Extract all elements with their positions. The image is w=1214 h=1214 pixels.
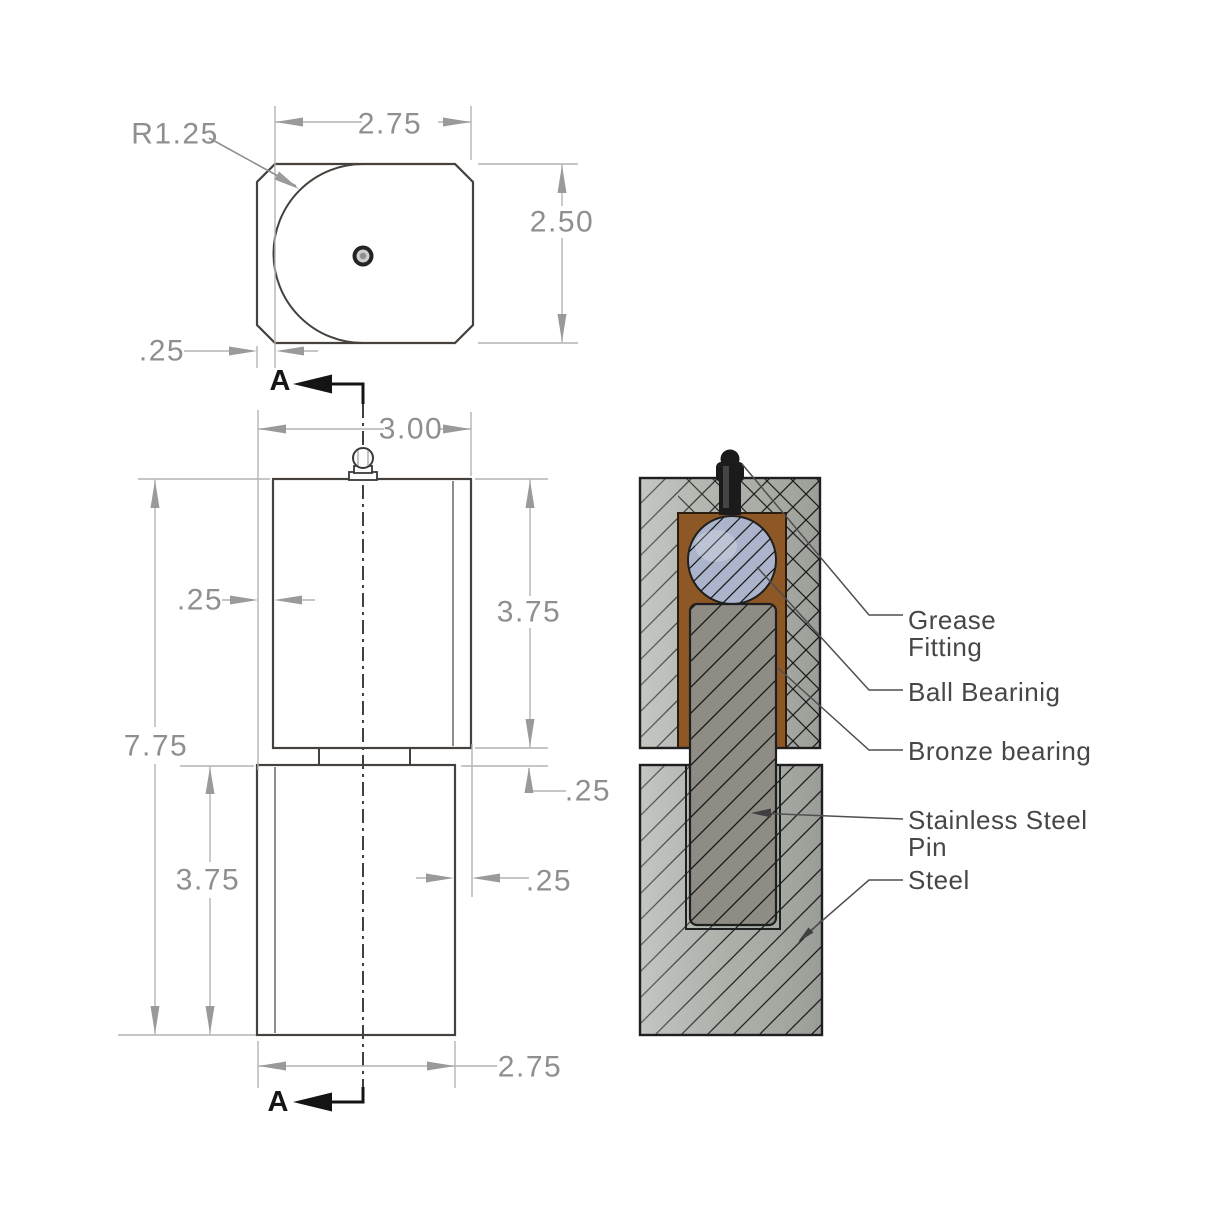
front-view: 3.00 .25 3.75 7.75 .25 .25 3.75 2.75 — [118, 410, 611, 1088]
dim-front-width-bottom: 2.75 — [498, 1051, 562, 1084]
pin-leader — [754, 812, 904, 820]
section-letter-bottom: A — [268, 1086, 289, 1118]
pin-hatch — [690, 604, 776, 925]
dim-front-left-offset: .25 — [177, 584, 223, 617]
ball-highlight — [695, 530, 737, 562]
label-ball-bearing: Ball Bearinig — [908, 677, 1060, 707]
pin-outline — [688, 602, 778, 927]
section-marker-top: A — [270, 365, 365, 404]
label-grease-fitting-line1: Grease — [908, 605, 996, 635]
label-stainless-steel-pin-line1: Stainless Steel — [908, 805, 1087, 835]
dim-right-offset: .25 — [526, 865, 572, 898]
upper-leaf — [271, 477, 473, 750]
fitting-center — [359, 252, 367, 260]
top-view-dimension-lines — [184, 106, 578, 368]
grease-zerk-front-icon — [348, 447, 378, 481]
dim-top-height: 2.50 — [530, 206, 594, 239]
section-arrow-top — [293, 374, 332, 394]
dim-lower-leaf-height: 3.75 — [176, 864, 240, 897]
dim-top-width: 2.75 — [358, 108, 422, 141]
grease-fitting-section-icon — [716, 449, 744, 515]
dim-top-radius: R1.25 — [131, 118, 219, 151]
label-grease-fitting-line2: Fitting — [908, 632, 982, 662]
ball-bearing-hatch — [688, 516, 776, 604]
grease-fitting-top-icon — [352, 245, 374, 267]
steel-leader-arrow — [798, 927, 814, 942]
section-marker-bottom: A — [268, 1086, 365, 1118]
label-bronze-bearing: Bronze bearing — [908, 736, 1091, 766]
dim-overall-height: 7.75 — [124, 730, 188, 763]
ball-bearing-leader — [756, 566, 903, 691]
section-callout-labels: Grease Fitting Ball Bearinig Bronze bear… — [908, 605, 1091, 895]
dim-front-width-top: 3.00 — [379, 413, 443, 446]
top-view-dimension-arrows — [229, 117, 567, 356]
knuckle-radius-arc — [272, 163, 364, 344]
dim-top-edge-offset: .25 — [139, 335, 185, 368]
front-view-dimension-lines — [118, 410, 566, 1088]
dim-leaf-gap: .25 — [565, 775, 611, 808]
dim-upper-leaf-height: 3.75 — [497, 596, 561, 629]
label-steel: Steel — [908, 865, 970, 895]
top-view-outline — [255, 162, 475, 345]
section-view — [638, 449, 904, 1037]
bronze-bearing-leader — [777, 667, 903, 751]
callout-leader-lines — [741, 463, 904, 942]
label-stainless-steel-pin-line2: Pin — [908, 832, 947, 862]
pin-bore-outline — [685, 765, 781, 930]
lower-leaf — [255, 763, 457, 1037]
knuckle-joint-lines — [318, 748, 411, 765]
steel-leader — [799, 879, 903, 941]
section-letter-top: A — [270, 365, 291, 397]
section-arrow-bottom — [293, 1092, 332, 1112]
grease-fitting-leader — [741, 463, 903, 616]
front-view-dimension-arrows — [150, 424, 535, 1071]
top-view: R1.25 2.75 2.50 .25 — [131, 106, 594, 368]
pin-leader-arrow — [751, 808, 771, 818]
